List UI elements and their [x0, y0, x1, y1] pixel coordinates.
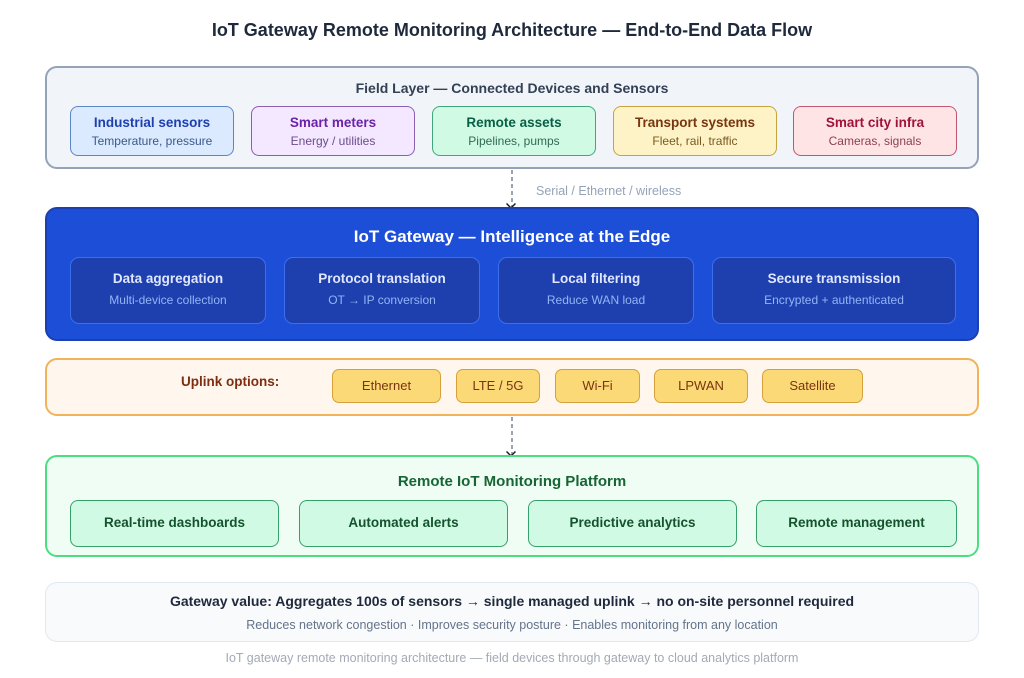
function-detail: Encrypted + authenticated [764, 293, 904, 307]
gateway-function-protocol-translation: Protocol translation OT → IP conversion [284, 257, 480, 324]
monitoring-platform-layer: Remote IoT Monitoring Platform Real-time… [45, 455, 979, 557]
diagram-title: IoT Gateway Remote Monitoring Architectu… [211, 20, 813, 40]
function-name: Protocol translation [318, 271, 446, 286]
platform-feature-dashboards: Real-time dashboards [70, 500, 279, 547]
field-to-gateway-connector [506, 170, 516, 209]
device-detail: Temperature, pressure [91, 134, 213, 148]
platform-feature-alerts: Automated alerts [299, 500, 508, 547]
uplink-option-wifi: Wi-Fi [555, 369, 640, 403]
device-detail: Energy / utilities [290, 134, 376, 148]
platform-feature-remote-management: Remote management [756, 500, 957, 547]
gateway-layer: IoT Gateway — Intelligence at the Edge D… [45, 207, 979, 341]
device-industrial-sensors: Industrial sensors Temperature, pressure [70, 106, 234, 156]
device-name: Transport systems [634, 115, 756, 130]
platform-feature-predictive-analytics: Predictive analytics [528, 500, 737, 547]
device-name: Industrial sensors [93, 115, 211, 130]
connector-label: Serial / Ethernet / wireless [536, 184, 682, 198]
function-detail: Multi-device collection [109, 293, 227, 307]
uplink-option-ethernet: Ethernet [332, 369, 441, 403]
value-headline: Gateway value: Aggregates 100s of sensor… [169, 593, 855, 609]
device-smart-city-infra: Smart city infra Cameras, signals [793, 106, 957, 156]
function-detail: Reduce WAN load [546, 293, 646, 307]
gateway-title: IoT Gateway — Intelligence at the Edge [353, 227, 671, 246]
function-name: Secure transmission [767, 271, 901, 286]
device-detail: Pipelines, pumps [468, 134, 560, 148]
device-smart-meters: Smart meters Energy / utilities [251, 106, 415, 156]
figure-caption: IoT gateway remote monitoring architectu… [225, 651, 799, 665]
device-name: Remote assets [466, 115, 562, 130]
gateway-function-secure-transmission: Secure transmission Encrypted + authenti… [712, 257, 956, 324]
dashed-line [511, 170, 513, 207]
platform-title: Remote IoT Monitoring Platform [397, 473, 627, 490]
device-transport-systems: Transport systems Fleet, rail, traffic [613, 106, 777, 156]
uplink-option-lte-5g: LTE / 5G [456, 369, 540, 403]
uplink-options-bar: Uplink options: Ethernet LTE / 5G Wi-Fi … [45, 358, 979, 416]
function-detail: OT → IP conversion [328, 293, 436, 307]
function-name: Data aggregation [112, 271, 224, 286]
field-layer: Field Layer — Connected Devices and Sens… [45, 66, 979, 169]
device-name: Smart city infra [825, 115, 925, 130]
gateway-function-data-aggregation: Data aggregation Multi-device collection [70, 257, 266, 324]
value-benefits: Reduces network congestion · Improves se… [246, 618, 778, 632]
device-name: Smart meters [289, 115, 377, 130]
field-layer-title: Field Layer — Connected Devices and Sens… [355, 80, 669, 96]
uplink-to-platform-connector [506, 417, 516, 457]
gateway-function-local-filtering: Local filtering Reduce WAN load [498, 257, 694, 324]
dashed-line [511, 417, 513, 455]
device-detail: Cameras, signals [828, 134, 922, 148]
gateway-value-box: Gateway value: Aggregates 100s of sensor… [45, 582, 979, 642]
device-detail: Fleet, rail, traffic [652, 134, 738, 148]
uplink-label: Uplink options: [181, 374, 280, 389]
uplink-option-satellite: Satellite [762, 369, 863, 403]
device-remote-assets: Remote assets Pipelines, pumps [432, 106, 596, 156]
function-name: Local filtering [551, 271, 641, 286]
uplink-option-lpwan: LPWAN [654, 369, 748, 403]
